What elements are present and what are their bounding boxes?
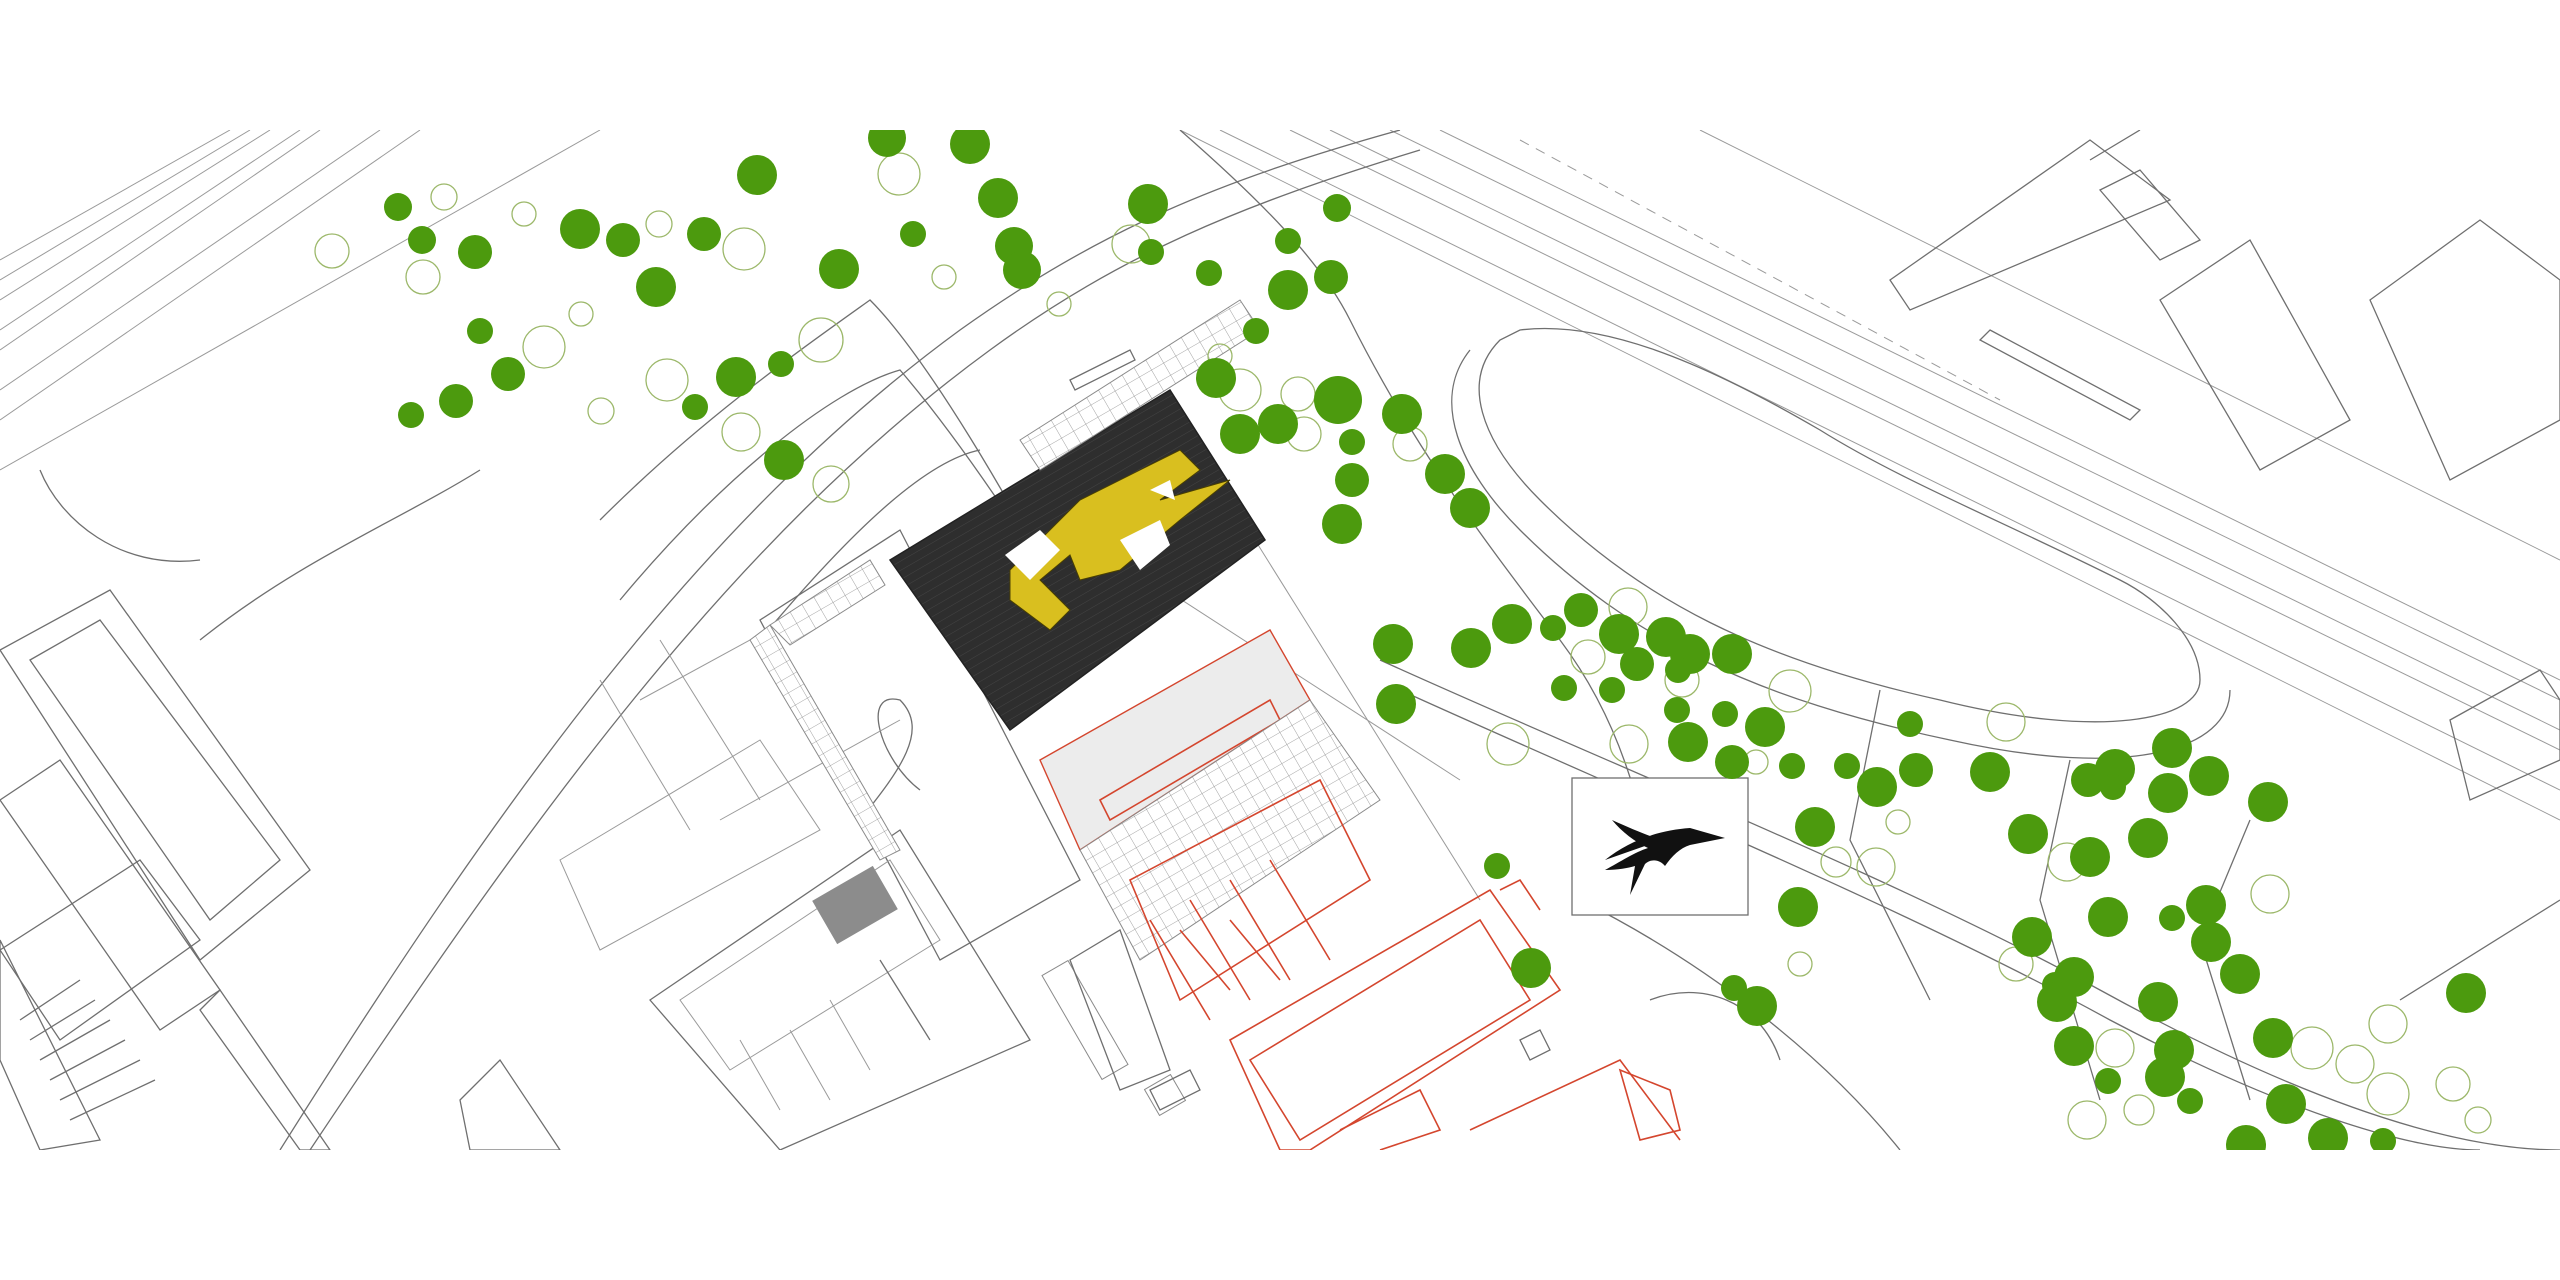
- misc-structures: [1069, 130, 2560, 1111]
- north-arrow-frame: [1571, 777, 1749, 916]
- service-core: [812, 865, 898, 945]
- trees-solid: [384, 130, 2486, 1150]
- west-buildings: [0, 589, 561, 1150]
- existing-halls-red: [1039, 629, 1681, 1150]
- railway-tracks-west: [0, 130, 601, 471]
- perimeter-paving: [749, 299, 1261, 861]
- bird-shaped-arrow-icon: [1605, 820, 1725, 895]
- railway-tracks-east: [1179, 130, 2560, 821]
